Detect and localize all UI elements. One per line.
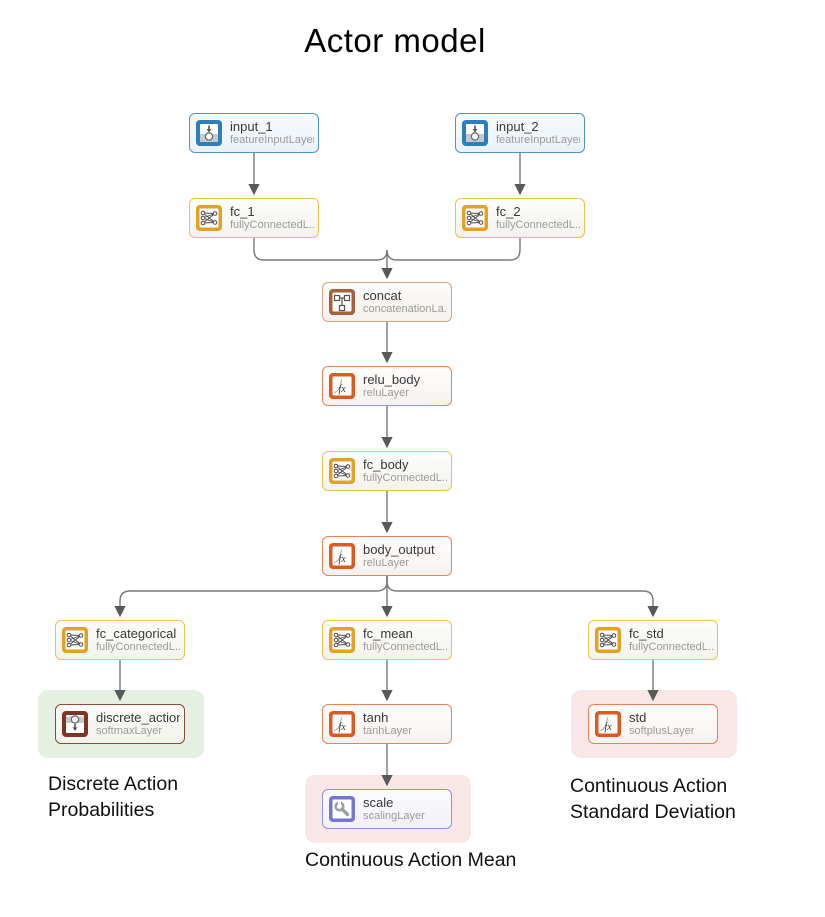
layer-name: body_output (363, 541, 435, 557)
fx-icon (328, 542, 356, 570)
fully-connected-icon (328, 457, 356, 485)
layer-type: softplusLayer (629, 725, 695, 738)
node-fc-mean[interactable]: fc_mean fullyConnectedL... (322, 620, 452, 660)
layer-name: fc_std (629, 625, 664, 641)
node-body-output[interactable]: body_output reluLayer (322, 536, 452, 576)
layer-type: reluLayer (363, 557, 409, 570)
fully-connected-icon (594, 626, 622, 654)
layer-type: softmaxLayer (96, 725, 163, 738)
feature-input-icon (195, 119, 223, 147)
layer-name: std (629, 709, 647, 725)
layer-type: featureInputLayer (230, 134, 314, 147)
node-input-2[interactable]: input_2 featureInputLayer (455, 113, 585, 153)
node-concat[interactable]: concat concatenationLa... (322, 282, 452, 322)
fully-connected-icon (461, 204, 489, 232)
node-fc-1[interactable]: fc_1 fullyConnectedL... (189, 198, 319, 238)
node-input-1[interactable]: input_1 featureInputLayer (189, 113, 319, 153)
fx-icon (328, 710, 356, 738)
node-fc-body[interactable]: fc_body fullyConnectedL... (322, 451, 452, 491)
node-relu-body[interactable]: relu_body reluLayer (322, 366, 452, 406)
softmax-output-icon (61, 710, 89, 738)
node-fc-std[interactable]: fc_std fullyConnectedL... (588, 620, 718, 660)
fx-icon (328, 372, 356, 400)
layer-name: input_2 (496, 118, 539, 134)
layer-name: tanh (363, 709, 389, 725)
layer-name: fc_2 (496, 203, 521, 219)
layer-name: scale (363, 794, 394, 810)
layer-name: fc_mean (363, 625, 413, 641)
layer-type: scalingLayer (363, 810, 425, 823)
layer-type: fullyConnectedL... (496, 219, 580, 232)
fx-icon (594, 710, 622, 738)
fully-connected-icon (195, 204, 223, 232)
layer-type: concatenationLa... (363, 303, 447, 316)
edge-fc1-concat (253, 237, 388, 261)
layer-name: relu_body (363, 371, 421, 387)
annotation-discrete-action: Discrete Action Probabilities (48, 773, 179, 821)
node-fc-categorical[interactable]: fc_categorical fullyConnectedL... (55, 620, 185, 660)
concatenation-icon (328, 288, 356, 316)
layer-name: fc_body (363, 456, 409, 472)
node-fc-2[interactable]: fc_2 fullyConnectedL... (455, 198, 585, 238)
layer-name: fc_1 (230, 203, 255, 219)
layer-name: input_1 (230, 118, 273, 134)
layer-name: discrete_action_p (96, 709, 180, 725)
page-title: Actor model (304, 22, 486, 59)
annotation-continuous-mean: Continuous Action Mean (305, 849, 517, 871)
wrench-icon (328, 795, 356, 823)
layer-name: concat (363, 287, 402, 303)
fully-connected-icon (61, 626, 89, 654)
edge-fc2-concat (386, 237, 521, 261)
layer-type: featureInputLayer (496, 134, 580, 147)
feature-input-icon (461, 119, 489, 147)
edge-split-right (386, 575, 659, 618)
node-tanh[interactable]: tanh tanhLayer (322, 704, 452, 744)
fully-connected-icon (328, 626, 356, 654)
edge-split-left (114, 575, 388, 618)
layer-type: fullyConnectedL... (230, 219, 314, 232)
layer-type: fullyConnectedL... (96, 641, 180, 654)
node-scale[interactable]: scale scalingLayer (322, 789, 452, 829)
layer-type: fullyConnectedL... (629, 641, 713, 654)
annotation-continuous-std: Continuous Action Standard Deviation (570, 775, 736, 823)
layer-type: tanhLayer (363, 725, 412, 738)
layer-type: fullyConnectedL... (363, 641, 447, 654)
layer-type: reluLayer (363, 387, 409, 400)
layer-name: fc_categorical (96, 625, 177, 641)
layer-type: fullyConnectedL... (363, 472, 447, 485)
node-discrete-action[interactable]: discrete_action_p softmaxLayer (55, 704, 185, 744)
node-std[interactable]: std softplusLayer (588, 704, 718, 744)
